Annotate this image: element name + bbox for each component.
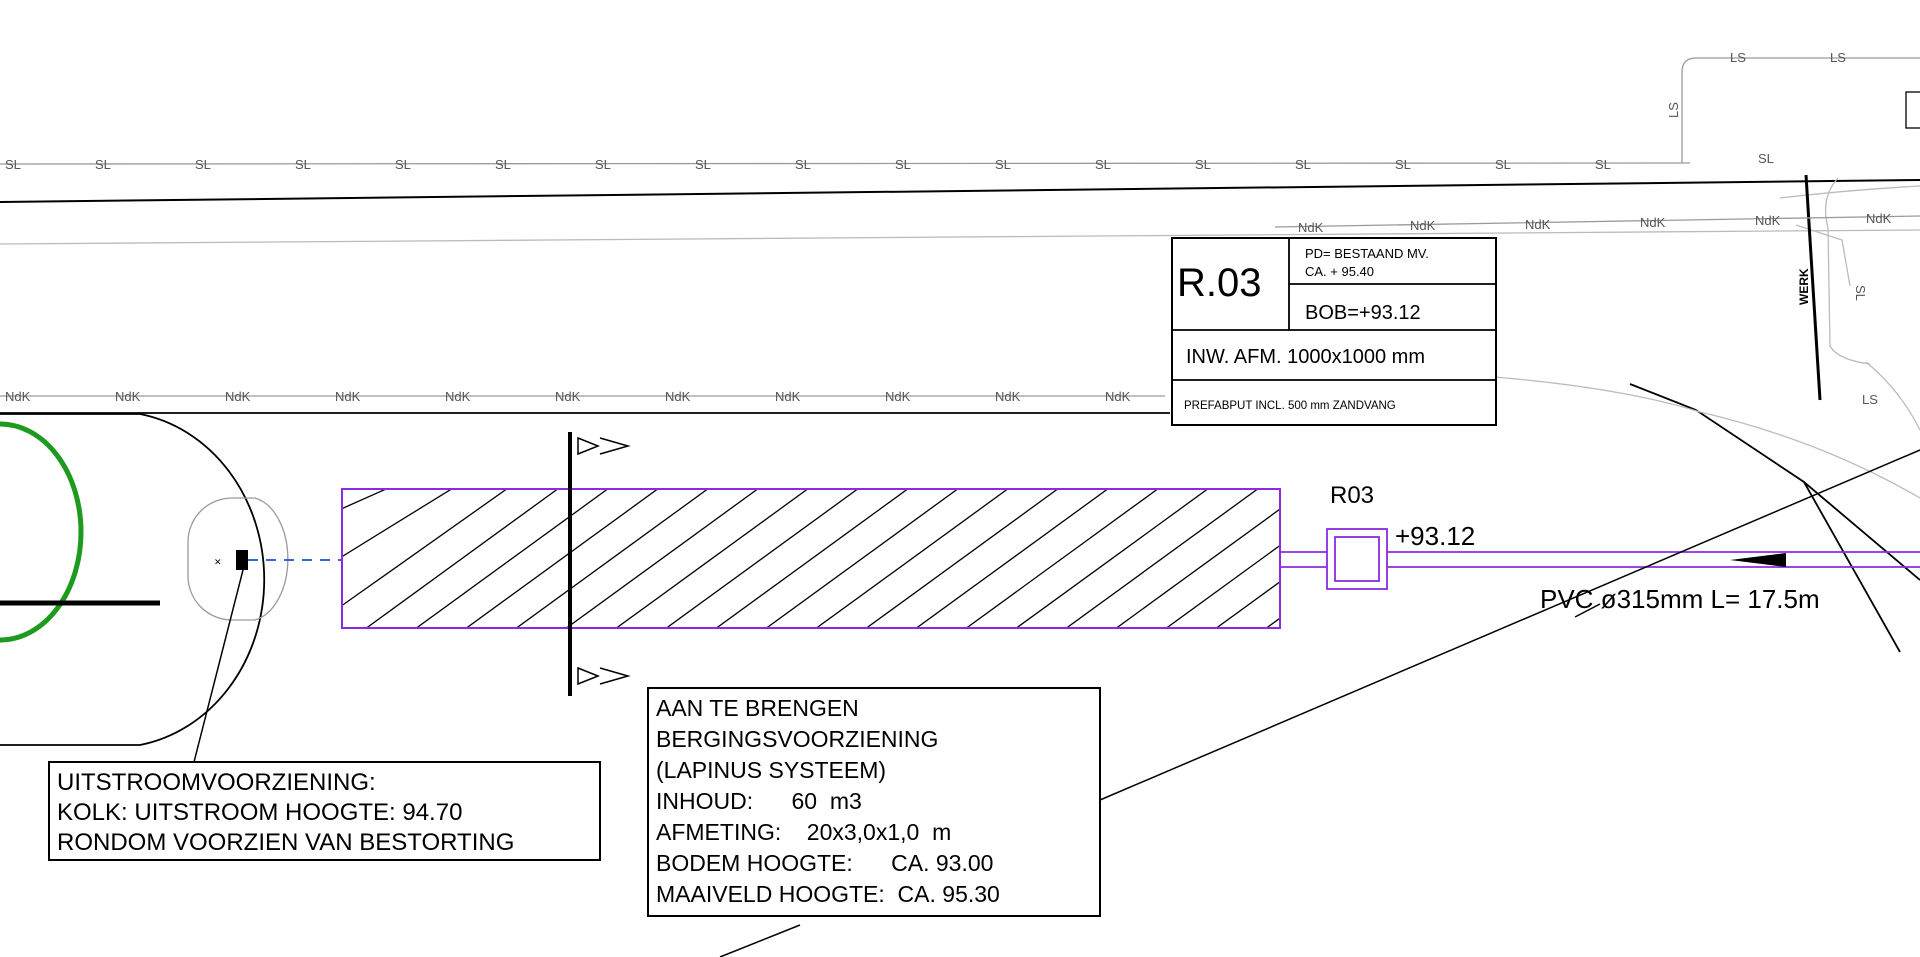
- kpn-label: NdK: [555, 389, 581, 404]
- manhole-level: +93.12: [1395, 521, 1475, 551]
- storage-note-line: INHOUD: 60 m3: [656, 788, 862, 814]
- ls-label: LS: [1830, 50, 1846, 65]
- kpn-label: NdK: [885, 389, 911, 404]
- ls-label: LS: [1730, 50, 1746, 65]
- kpn-label: NdK: [665, 389, 691, 404]
- ls-label: SL: [295, 157, 311, 172]
- ls-cable-line: [0, 57, 1920, 165]
- manhole-id: R.03: [1177, 261, 1262, 305]
- ls-label: SL: [95, 157, 111, 172]
- flow-direction-arrow: [1730, 553, 1786, 567]
- ls-label: SL: [1595, 157, 1611, 172]
- kpn-cable-labels: NdK NdK NdK NdK NdK NdK NdK NdK NdK NdK …: [5, 211, 1892, 404]
- section-cut-marker: [568, 432, 631, 696]
- ls-label: SL: [1853, 285, 1868, 301]
- prefab-note: PREFABPUT INCL. 500 mm ZANDVANG: [1184, 400, 1396, 412]
- ls-label: SL: [995, 157, 1011, 172]
- work-limit-line: [1804, 174, 1822, 401]
- storage-note: AAN TE BRENGEN BERGINGSVOORZIENING (LAPI…: [647, 687, 1101, 917]
- kpn-label: NdK: [775, 389, 801, 404]
- kpn-cable-line: [0, 215, 1920, 397]
- manhole-symbol: [1326, 528, 1388, 590]
- leader-lines: [193, 449, 1920, 957]
- kpn-label: NdK: [1640, 215, 1666, 230]
- ls-label: LS: [1862, 392, 1878, 407]
- work-limit-label: WERK: [1797, 268, 1811, 305]
- storage-note-line: AFMETING: 20x3,0x1,0 m: [656, 819, 951, 845]
- kpn-label: NdK: [5, 389, 31, 404]
- storage-note-line: MAAIVELD HOOGTE: CA. 95.30: [656, 881, 1000, 907]
- ls-label: SL: [795, 157, 811, 172]
- kpn-label: NdK: [335, 389, 361, 404]
- ls-label: SL: [1195, 157, 1211, 172]
- ls-label: SL: [195, 157, 211, 172]
- storage-outline: [341, 488, 1281, 629]
- turning-area-outline: [0, 413, 266, 746]
- storage-note-line: BERGINGSVOORZIENING: [656, 726, 938, 752]
- road-light-lines: [0, 177, 1920, 499]
- kpn-label: NdK: [1755, 213, 1781, 228]
- outflow-pad: [187, 497, 289, 621]
- kpn-label: NdK: [225, 389, 251, 404]
- ls-cable-labels: SL SL SL SL SL SL SL SL SL SL SL SL SL S…: [5, 50, 1878, 407]
- pvc-pipe: [1280, 551, 1920, 568]
- ls-label: SL: [695, 157, 711, 172]
- kpn-label: NdK: [115, 389, 141, 404]
- building-outline: [1905, 91, 1920, 129]
- ls-label: SL: [595, 157, 611, 172]
- outflow-note: UITSTROOMVOORZIENING: KOLK: UITSTROOM HO…: [48, 761, 601, 861]
- gully-symbol: [236, 550, 248, 570]
- manhole-label: R03: [1330, 482, 1374, 509]
- kpn-label: NdK: [995, 389, 1021, 404]
- kpn-label: NdK: [1525, 217, 1551, 232]
- tree-symbol: [0, 421, 84, 643]
- storage-note-line: BODEM HOOGTE: CA. 93.00: [656, 850, 993, 876]
- ls-label: LS: [1666, 102, 1681, 118]
- outflow-note-line: RONDOM VOORZIEN VAN BESTORTING: [57, 829, 514, 856]
- storage-note-line: AAN TE BRENGEN: [656, 695, 859, 721]
- outflow-note-line: UITSTROOMVOORZIENING:: [57, 769, 376, 796]
- outflow-note-line: KOLK: UITSTROOM HOOGTE: 94.70: [57, 799, 462, 826]
- storage-hatch: [342, 489, 1280, 628]
- ls-label: SL: [495, 157, 511, 172]
- invert-level: BOB=+93.12: [1305, 302, 1421, 324]
- kpn-label: NdK: [1105, 389, 1131, 404]
- ls-label: SL: [1295, 157, 1311, 172]
- ls-label: SL: [395, 157, 411, 172]
- road-edges: [0, 179, 1920, 653]
- kpn-label: NdK: [1298, 220, 1324, 235]
- pipe-label: PVC ø315mm L= 17.5m: [1540, 584, 1820, 614]
- ls-label: SL: [5, 157, 21, 172]
- ls-label: SL: [1758, 151, 1774, 166]
- kpn-label: NdK: [445, 389, 471, 404]
- ls-label: SL: [1495, 157, 1511, 172]
- ls-label: SL: [895, 157, 911, 172]
- gully-tag: ✕: [214, 557, 222, 567]
- kpn-label: NdK: [1410, 218, 1436, 233]
- storage-note-line: (LAPINUS SYSTEEM): [656, 757, 886, 783]
- surface-level-line1: PD= BESTAAND MV.: [1305, 246, 1429, 261]
- ls-label: SL: [1395, 157, 1411, 172]
- ls-label: SL: [1095, 157, 1111, 172]
- manhole-info-table: R.03 PD= BESTAAND MV. CA. + 95.40 BOB=+9…: [1171, 237, 1497, 426]
- surface-level-line2: CA. + 95.40: [1305, 264, 1374, 279]
- kpn-label: NdK: [1866, 211, 1892, 226]
- inner-dimensions: INW. AFM. 1000x1000 mm: [1186, 346, 1425, 368]
